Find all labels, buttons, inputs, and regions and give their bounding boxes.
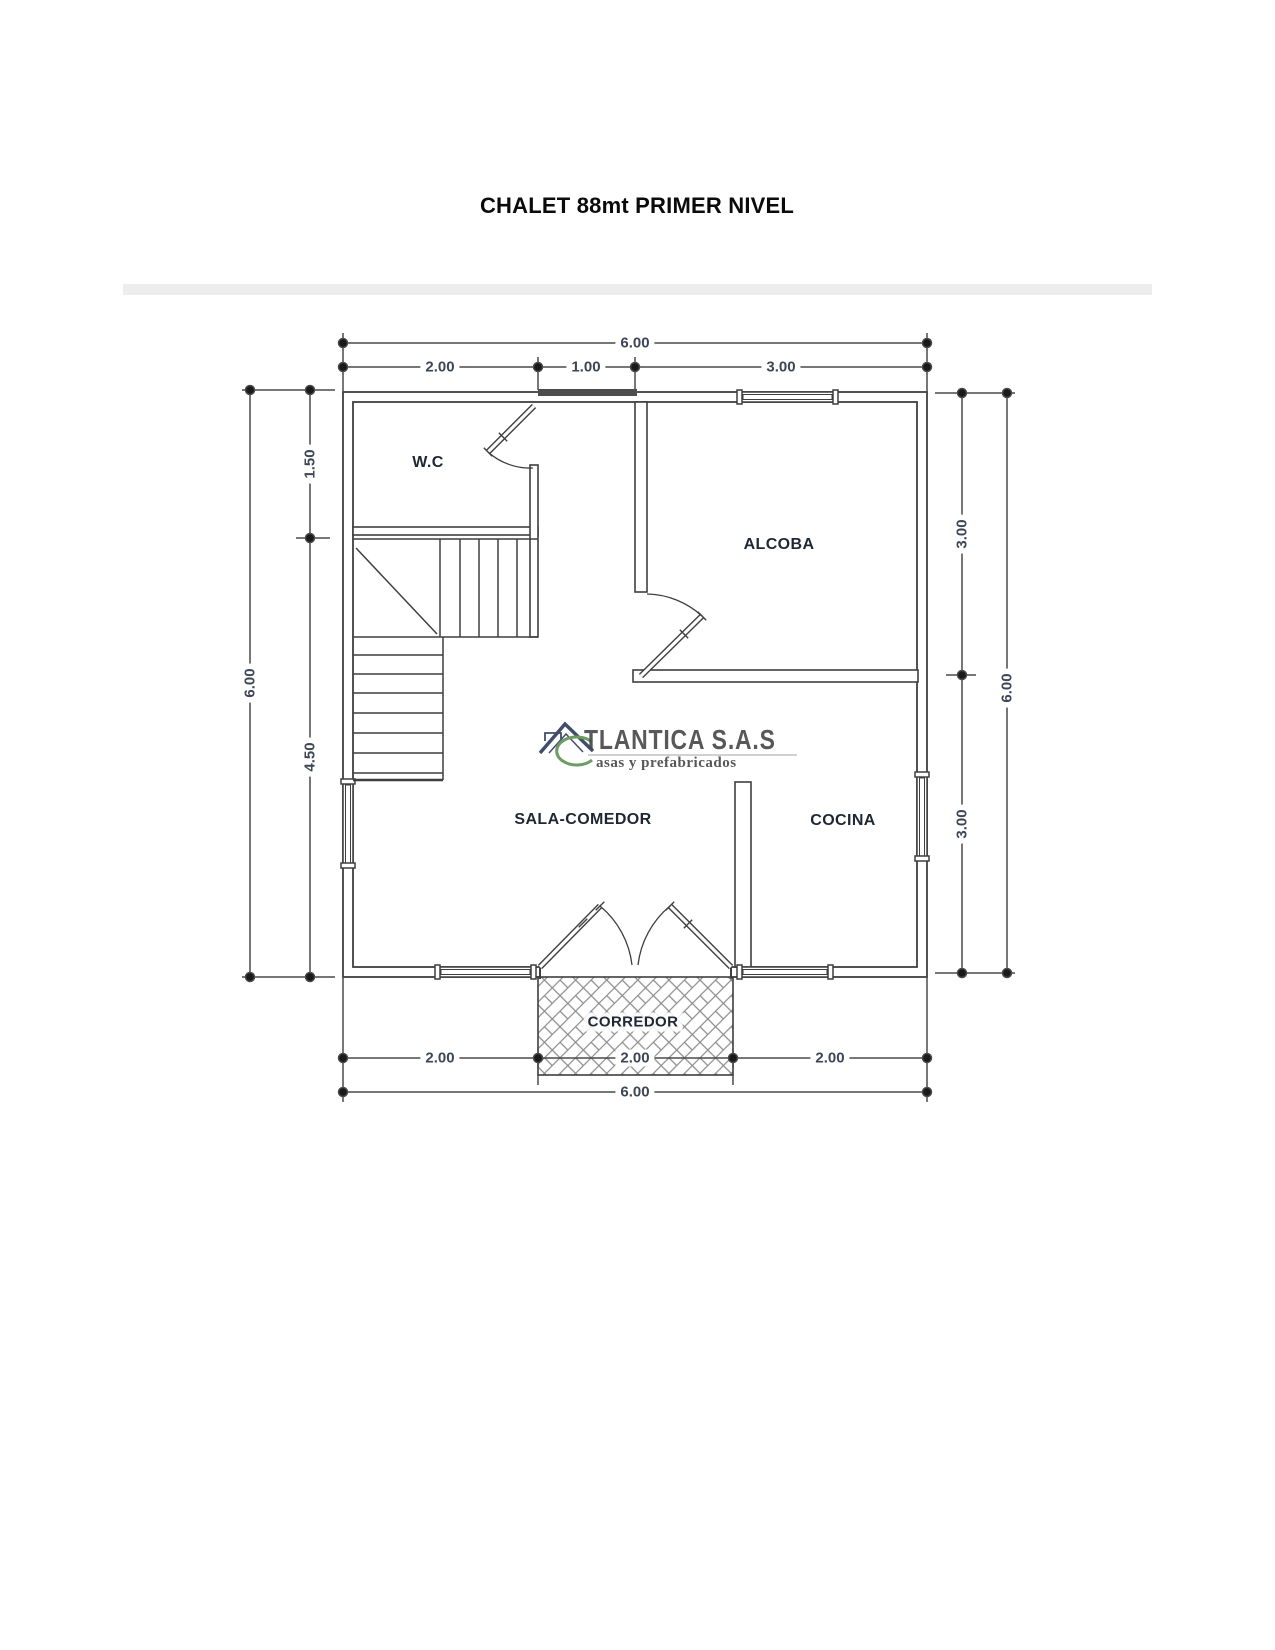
entrance-opening: [539, 964, 732, 980]
window-cocina-east: [914, 771, 930, 862]
dim-left-total: 6.00: [241, 663, 259, 703]
dim-top-seg2: 1.00: [566, 358, 606, 376]
stair-direction-diagonal: [355, 547, 438, 635]
room-label-alcoba: ALCOBA: [743, 536, 815, 553]
dim-bottom-seg1: 2.00: [420, 1049, 460, 1067]
window-sala-south: [434, 964, 537, 980]
dim-top-seg3: 3.00: [761, 358, 801, 376]
dim-left-seg1: 1.50: [301, 444, 319, 484]
doors: [483, 403, 734, 970]
dim-top-total: 6.00: [615, 334, 655, 352]
cocina-partition-wall: [734, 781, 752, 968]
door-wc: [483, 403, 537, 469]
interior-walls: [352, 401, 919, 968]
room-label-sala-comedor: SALA-COMEDOR: [514, 811, 652, 828]
logo-tagline-text: asas y prefabricados: [596, 755, 737, 771]
staircase: [353, 538, 538, 782]
logo-brand-text: TLANTICA S.A.S: [584, 724, 776, 755]
alcoba-west-wall: [634, 401, 648, 593]
top-wall-lintel: [538, 389, 637, 396]
door-entrance-right: [637, 901, 734, 970]
door-entrance-left: [537, 901, 633, 970]
dim-bottom-seg2: 2.00: [615, 1049, 655, 1067]
room-label-wc: W.C: [412, 454, 444, 471]
window-sala-west: [340, 778, 356, 869]
alcoba-south-wall: [632, 669, 919, 683]
wc-south-wall: [352, 526, 539, 536]
logo-watermark: [538, 721, 797, 767]
door-alcoba: [638, 593, 707, 679]
dim-right-seg2: 3.00: [953, 804, 971, 844]
dim-left-seg2: 4.50: [301, 737, 319, 777]
room-label-corredor: CORREDOR: [583, 1012, 683, 1032]
dim-bottom-total: 6.00: [615, 1083, 655, 1101]
logo-green-c-icon: [555, 735, 593, 767]
logo-chimney-icon: [544, 732, 562, 741]
dim-bottom-seg3: 2.00: [810, 1049, 850, 1067]
window-alcoba: [736, 389, 839, 405]
dim-right-total: 6.00: [998, 668, 1016, 708]
windows: [340, 389, 930, 980]
dim-right-seg1: 3.00: [953, 514, 971, 554]
room-label-cocina: COCINA: [810, 812, 876, 829]
logo-roof-icon: [538, 721, 595, 755]
dim-top-seg1: 2.00: [420, 358, 460, 376]
wc-east-wall-stair-stringer: [529, 464, 539, 638]
scan-edge-band: [123, 284, 1152, 295]
page-title: CHALET 88mt PRIMER NIVEL: [479, 193, 795, 218]
window-cocina-south: [736, 964, 834, 980]
